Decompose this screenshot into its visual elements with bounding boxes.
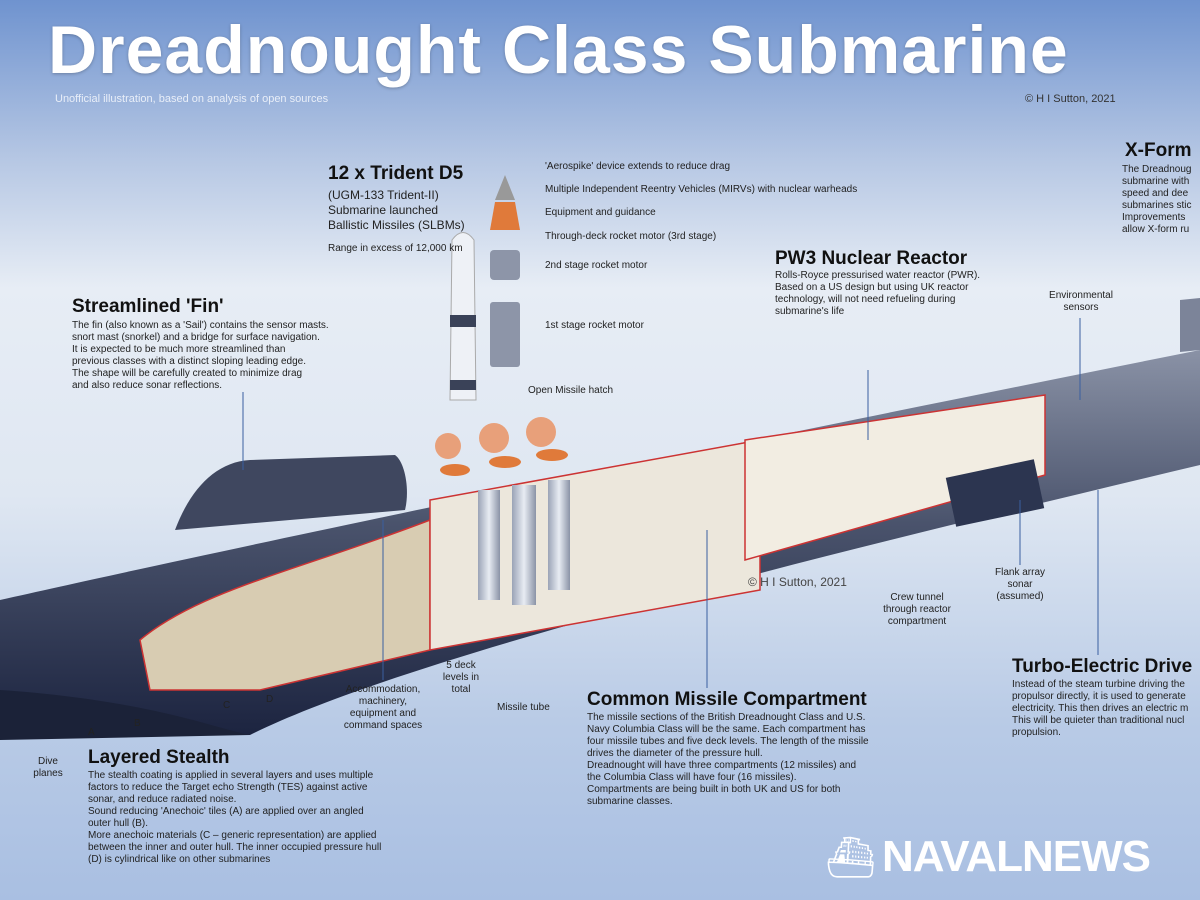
cmc-line: Dreadnought will have three compartments… [587, 760, 857, 771]
reactor-desc: Rolls-Royce pressurised water reactor (P… [775, 270, 980, 318]
reactor-line: submarine's life [775, 306, 845, 317]
part-stage2: 2nd stage rocket motor [545, 260, 648, 271]
ship-icon: ⛴ [825, 835, 876, 880]
cmc-heading: Common Missile Compartment [587, 689, 867, 710]
xform-line: The Dreadnoug [1122, 164, 1192, 175]
env-sensors-label: Environmental sensors [1049, 290, 1113, 313]
xform-line: Improvements [1122, 212, 1186, 223]
part-guidance: Equipment and guidance [545, 207, 656, 218]
turbo-line: electricity. This then drives an electri… [1012, 703, 1189, 714]
stealth-line: The stealth coating is applied in severa… [88, 770, 374, 781]
stealth-desc: The stealth coating is applied in severa… [88, 770, 381, 866]
label-c: C [223, 700, 231, 711]
hatch-label: Open Missile hatch [528, 385, 614, 396]
trident-heading: 12 x Trident D5 [328, 163, 464, 184]
copyright: © H I Sutton, 2021 [1025, 93, 1116, 105]
dive-planes-label: Dive planes [33, 756, 63, 779]
cmc-line: The missile sections of the British Drea… [587, 712, 866, 723]
logo-text: NAVALNEWS [881, 832, 1151, 881]
trident-line: Submarine launched [328, 203, 439, 217]
part-stage1: 1st stage rocket motor [545, 320, 644, 331]
watermark: © H I Sutton, 2021 [748, 575, 847, 589]
leader-lines [242, 318, 1099, 688]
fin-line: The fin (also known as a 'Sail') contain… [72, 320, 329, 331]
navalnews-logo: ⛴ NAVALNEWS [825, 832, 1151, 882]
xform-heading: X-Form [1125, 140, 1192, 161]
flank-sonar-label: Flank array sonar (assumed) [994, 567, 1045, 602]
fin-line: It is expected to be much more streamlin… [72, 344, 286, 355]
part-mirv: Multiple Independent Reentry Vehicles (M… [545, 184, 858, 195]
missile-tubes [435, 417, 570, 605]
cmc-desc: The missile sections of the British Drea… [587, 712, 869, 808]
cmc-line: Compartments are being built in both UK … [587, 784, 841, 795]
stealth-heading: Layered Stealth [88, 747, 230, 768]
page-title: Dreadnought Class Submarine [48, 12, 1069, 88]
cmc-line: drives the diameter of the pressure hull… [587, 748, 763, 759]
crew-tunnel-label: Crew tunnel through reactor compartment [883, 592, 951, 627]
xform-line: allow X-form ru [1122, 224, 1190, 235]
turbo-line: propulsor directly, it is used to genera… [1012, 691, 1186, 702]
reactor-line: Rolls-Royce pressurised water reactor (P… [775, 270, 981, 281]
accom-label: Accommodation, machinery, equipment and … [343, 684, 423, 731]
xform-line: submarines stic [1122, 200, 1192, 211]
label-a: A [88, 727, 95, 738]
cmc-line: submarine classes. [587, 796, 673, 807]
decks-label: 5 deck levels in total [442, 660, 480, 695]
trident-line: Ballistic Missiles (SLBMs) [328, 218, 465, 232]
stealth-line: between the inner and outer hull. The in… [88, 842, 382, 853]
reactor-heading: PW3 Nuclear Reactor [775, 248, 968, 269]
stealth-line: factors to reduce the Target echo Streng… [88, 782, 368, 793]
turbo-desc: Instead of the steam turbine driving the… [1012, 679, 1198, 739]
stealth-line: sonar, and reduce radiated noise. [88, 794, 237, 805]
stealth-line: (D) is cylindrical like on other submari… [88, 854, 271, 865]
turbo-line: propulsion. [1012, 727, 1061, 738]
trident-missile-exploded [449, 175, 520, 401]
turbo-heading: Turbo-Electric Drive [1012, 656, 1193, 677]
reactor-line: Based on a US design but using UK reacto… [775, 282, 969, 293]
label-d: D [266, 694, 274, 705]
x-form-rudder [1180, 298, 1200, 352]
part-aerospike: 'Aerospike' device extends to reduce dra… [545, 161, 731, 172]
cmc-line: four missile tubes and five deck levels.… [587, 736, 869, 747]
cmc-line: Navy Columbia Class will be the same. Ea… [587, 724, 866, 735]
trident-range: Range in excess of 12,000 km [328, 243, 463, 254]
stealth-line: outer hull (B). [88, 818, 149, 829]
fin-line: The shape will be carefully created to m… [72, 368, 303, 379]
fin [175, 455, 407, 530]
stealth-line: More anechoic materials (C – generic rep… [88, 830, 377, 841]
fin-line: and also reduce sonar reflections. [72, 380, 223, 391]
cmc-line: the Columbia Class will have four (16 mi… [587, 772, 797, 783]
fin-heading: Streamlined 'Fin' [72, 296, 224, 317]
subtitle: Unofficial illustration, based on analys… [55, 93, 329, 105]
fin-line: snort mast (snorkel) and a bridge for su… [72, 332, 320, 343]
part-stage3: Through-deck rocket motor (3rd stage) [545, 231, 717, 242]
fin-line: previous classes with a distinct sloping… [72, 356, 307, 367]
trident-line: (UGM-133 Trident-II) [328, 188, 439, 202]
turbo-line: This will be quieter than traditional nu… [1012, 715, 1185, 726]
xform-line: speed and dee [1122, 188, 1189, 199]
tube-label: Missile tube [497, 702, 550, 713]
turbo-line: Instead of the steam turbine driving the [1012, 679, 1185, 690]
xform-line: submarine with [1122, 176, 1190, 187]
fin-desc: The fin (also known as a 'Sail') contain… [72, 320, 329, 392]
label-b: B [134, 718, 141, 729]
stealth-line: Sound reducing 'Anechoic' tiles (A) are … [88, 806, 364, 817]
reactor-line: technology, will not need refueling duri… [775, 294, 956, 305]
